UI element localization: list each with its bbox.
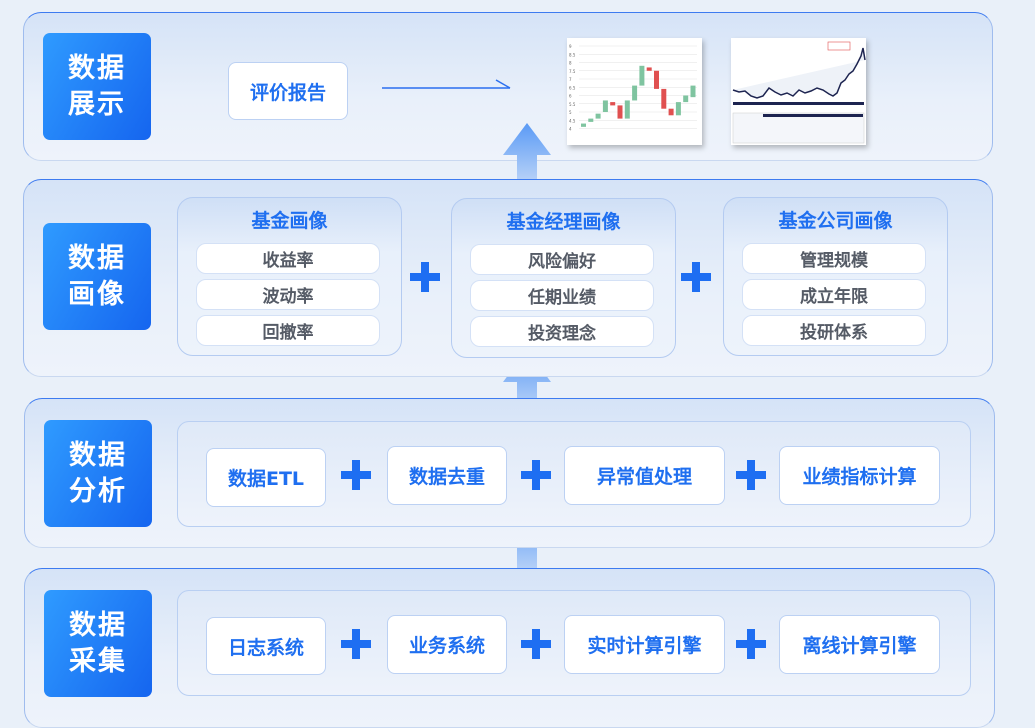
analysis-step: 业绩指标计算: [779, 446, 940, 505]
plus-icon: [341, 460, 371, 490]
metric-pill: 成立年限: [742, 279, 926, 310]
y-tick-label: 7: [569, 77, 572, 82]
collection-source: 日志系统: [206, 617, 326, 675]
metric-pill: 投研体系: [742, 315, 926, 346]
up-arrow-icon: [503, 123, 551, 191]
layer-label-collection: 数据采集: [44, 590, 152, 697]
y-tick-label: 6.5: [569, 85, 576, 90]
plus-icon: [521, 629, 551, 659]
layer-label-portrait: 数据画像: [43, 223, 151, 330]
arrow-right-icon: [382, 79, 511, 89]
candle: [639, 65, 645, 86]
candle: [690, 85, 696, 98]
y-tick-label: 4: [569, 127, 572, 132]
y-tick-label: 6: [569, 94, 572, 99]
plus-icon: [736, 629, 766, 659]
y-tick-label: 9: [569, 44, 572, 49]
fund-portrait-card: 基金画像 收益率 波动率 回撤率: [177, 197, 402, 356]
candle: [595, 113, 601, 119]
card-title: 基金公司画像: [778, 210, 893, 232]
metric-pill: 风险偏好: [470, 244, 654, 275]
metric-pill: 回撤率: [196, 315, 380, 346]
layer-label-analysis: 数据分析: [44, 420, 152, 527]
analysis-step: 数据ETL: [206, 448, 326, 507]
card-title: 基金画像: [251, 210, 328, 232]
metric-pill: 投资理念: [470, 316, 654, 347]
layer-label-display: 数据展示: [43, 33, 151, 140]
plus-icon: [410, 262, 440, 292]
plus-icon: [521, 460, 551, 490]
candle: [668, 108, 674, 116]
candle: [661, 88, 667, 109]
y-tick-label: 7.5: [569, 69, 576, 74]
candle: [581, 123, 586, 127]
metric-pill: 管理规模: [742, 243, 926, 274]
candle: [624, 100, 630, 119]
y-tick-label: 8: [569, 61, 572, 66]
manager-portrait-card: 基金经理画像 风险偏好 任期业绩 投资理念: [451, 198, 676, 358]
candle: [610, 102, 616, 106]
report-button[interactable]: 评价报告: [228, 62, 348, 120]
collection-source: 实时计算引擎: [564, 615, 725, 674]
metric-pill: 波动率: [196, 279, 380, 310]
candle: [602, 100, 608, 112]
fund-trend-thumbnail: [731, 38, 866, 145]
candle: [675, 102, 681, 116]
metric-pill: 收益率: [196, 243, 380, 274]
metric-pill: 任期业绩: [470, 280, 654, 311]
y-tick-label: 5: [569, 110, 572, 115]
candle: [588, 118, 594, 122]
plus-icon: [341, 629, 371, 659]
candle: [683, 95, 689, 103]
candle: [617, 105, 623, 119]
plus-icon: [681, 262, 711, 292]
y-tick-label: 8.5: [569, 52, 576, 57]
analysis-step: 异常值处理: [564, 446, 725, 505]
company-portrait-card: 基金公司画像 管理规模 成立年限 投研体系: [723, 197, 948, 356]
candle: [632, 85, 638, 101]
card-title: 基金经理画像: [506, 211, 621, 233]
candle: [646, 67, 652, 71]
collection-source: 业务系统: [387, 615, 507, 674]
analysis-step: 数据去重: [387, 446, 507, 505]
collection-source: 离线计算引擎: [779, 615, 940, 674]
candle: [654, 70, 659, 89]
plus-icon: [736, 460, 766, 490]
y-tick-label: 4.5: [569, 118, 576, 123]
y-tick-label: 5.5: [569, 102, 576, 107]
candlestick-thumbnail: 9 8.5 8 7.5 7 6.5 6 5.5 5 4.5 4: [567, 38, 702, 145]
